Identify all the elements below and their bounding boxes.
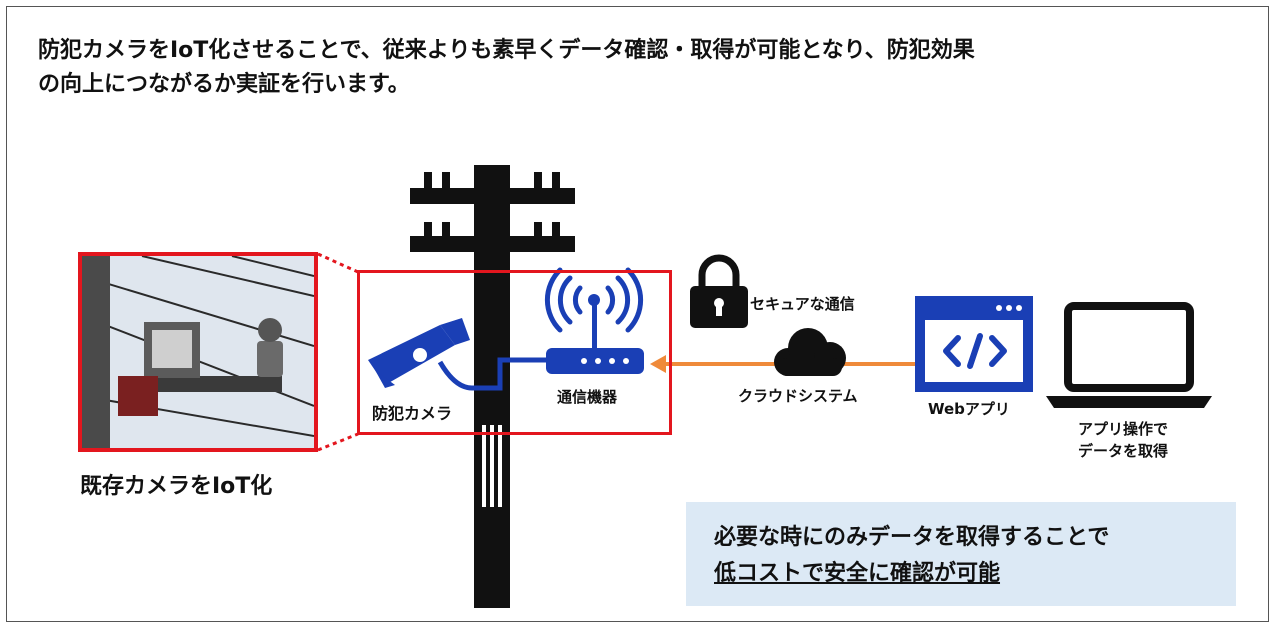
- photo-caption: 既存カメラをIoT化: [80, 474, 273, 499]
- webapp-label: Webアプリ: [928, 400, 1010, 418]
- camera-photo: [78, 252, 318, 452]
- security-camera-icon: [368, 318, 470, 388]
- cloud-icon: [774, 328, 846, 376]
- web-app-code-icon: [915, 296, 1033, 392]
- utility-pole-icon: [410, 165, 575, 608]
- benefit-note: 必要な時にのみデータを取得することで 低コストで安全に確認が可能: [686, 502, 1236, 606]
- laptop-caption-line-1: アプリ操作で: [1078, 420, 1169, 438]
- cloud-system-label: クラウドシステム: [738, 387, 858, 405]
- padlock-icon: [690, 254, 748, 328]
- zoom-highlight-box: [357, 270, 672, 435]
- laptop-caption-line-2: データを取得: [1078, 442, 1169, 460]
- note-line-1: 必要な時にのみデータを取得することで: [714, 525, 1110, 550]
- camera-label: 防犯カメラ: [372, 404, 453, 423]
- router-label: 通信機器: [557, 388, 618, 406]
- figure-frame: [6, 6, 1269, 622]
- secure-comm-label: セキュアな通信: [750, 295, 855, 313]
- note-line-2: 低コストで安全に確認が可能: [714, 561, 1001, 586]
- headline-line-2: の向上につながるか実証を行います。: [38, 72, 410, 97]
- headline: 防犯カメラをIoT化させることで、従来よりも素早くデータ確認・取得が可能となり、…: [38, 34, 1238, 102]
- wifi-router-icon: [544, 267, 644, 374]
- camera-cable: [437, 357, 548, 391]
- zoom-connector: [317, 252, 359, 452]
- laptop-icon: [1046, 302, 1212, 408]
- headline-line-1: 防犯カメラをIoT化させることで、従来よりも素早くデータ確認・取得が可能となり、…: [38, 38, 975, 63]
- laptop-caption: アプリ操作で データを取得: [1078, 418, 1168, 462]
